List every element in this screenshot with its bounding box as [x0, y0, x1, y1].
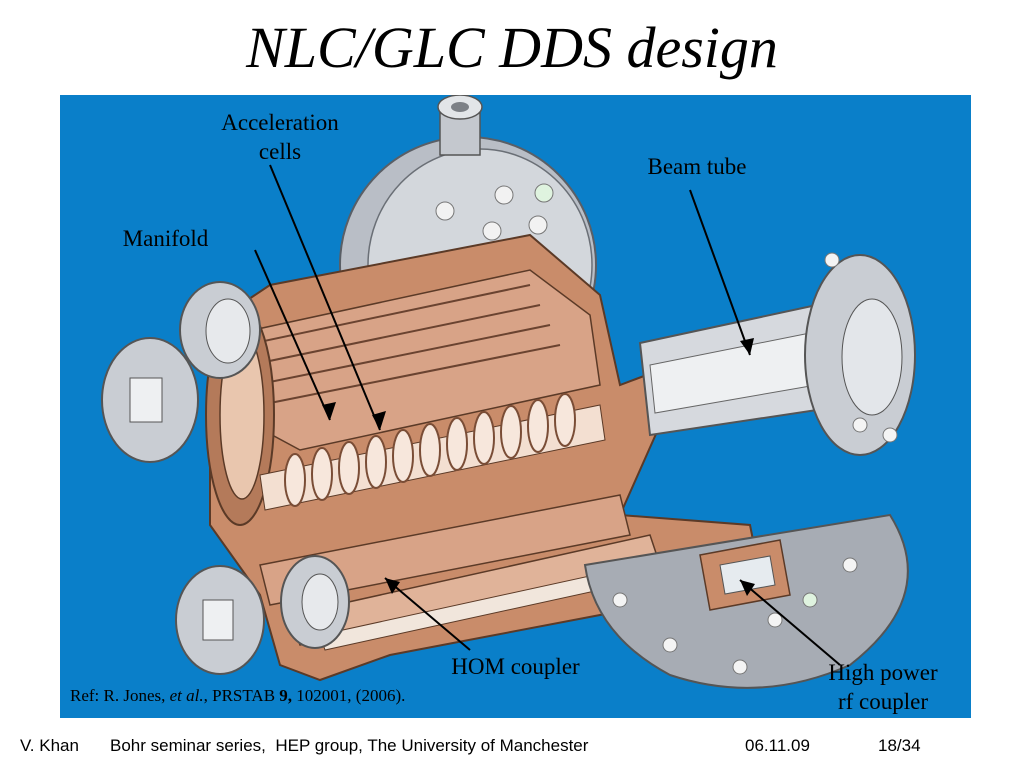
beam-tube-label: Beam tube — [647, 154, 747, 179]
manifold-label: Manifold — [122, 226, 209, 251]
rf-coupler-flange — [583, 513, 909, 689]
reference-rest: 102001, (2006). — [292, 686, 406, 705]
left-flanges — [101, 281, 350, 675]
manifold-pointer — [254, 249, 331, 421]
beam-tube-pointer — [689, 189, 751, 356]
rf-coupler-pointer — [739, 579, 841, 666]
acceleration-cells-text: Acceleration cells — [221, 110, 339, 164]
reference-prefix: Ref: R. Jones, — [70, 686, 170, 705]
high-power-rf-coupler-label: High power rf coupler — [808, 658, 958, 716]
footer-date: 06.11.09 — [745, 736, 810, 755]
reference-journal: , PRSTAB — [203, 686, 280, 705]
footer-event: Bohr seminar series, HEP group, The Univ… — [110, 736, 589, 755]
high-power-rf-coupler-text: High power rf coupler — [828, 660, 938, 714]
slide-title: NLC/GLC DDS design — [246, 15, 778, 80]
reference-volume: 9, — [279, 686, 293, 705]
pointer-lines — [254, 164, 841, 666]
dds-structure-figure — [60, 95, 971, 718]
acceleration-cells-pointer — [269, 164, 381, 431]
reference-et-al: et al. — [169, 686, 204, 705]
acceleration-cells-label: Acceleration cells — [200, 108, 360, 166]
footer-page-number: 18/34 — [878, 736, 921, 755]
hom-coupler-label: HOM coupler — [451, 654, 580, 679]
beam-tube — [638, 252, 916, 456]
footer-author: V. Khan — [20, 736, 79, 755]
acceleration-cells — [205, 304, 606, 526]
pointer-arrowheads — [322, 338, 755, 596]
hom-coupler-pointer — [384, 577, 471, 651]
dds-cutaway-illustration — [101, 95, 916, 689]
reference-citation: Ref: R. Jones, et al., PRSTAB 9, 102001,… — [70, 686, 405, 706]
